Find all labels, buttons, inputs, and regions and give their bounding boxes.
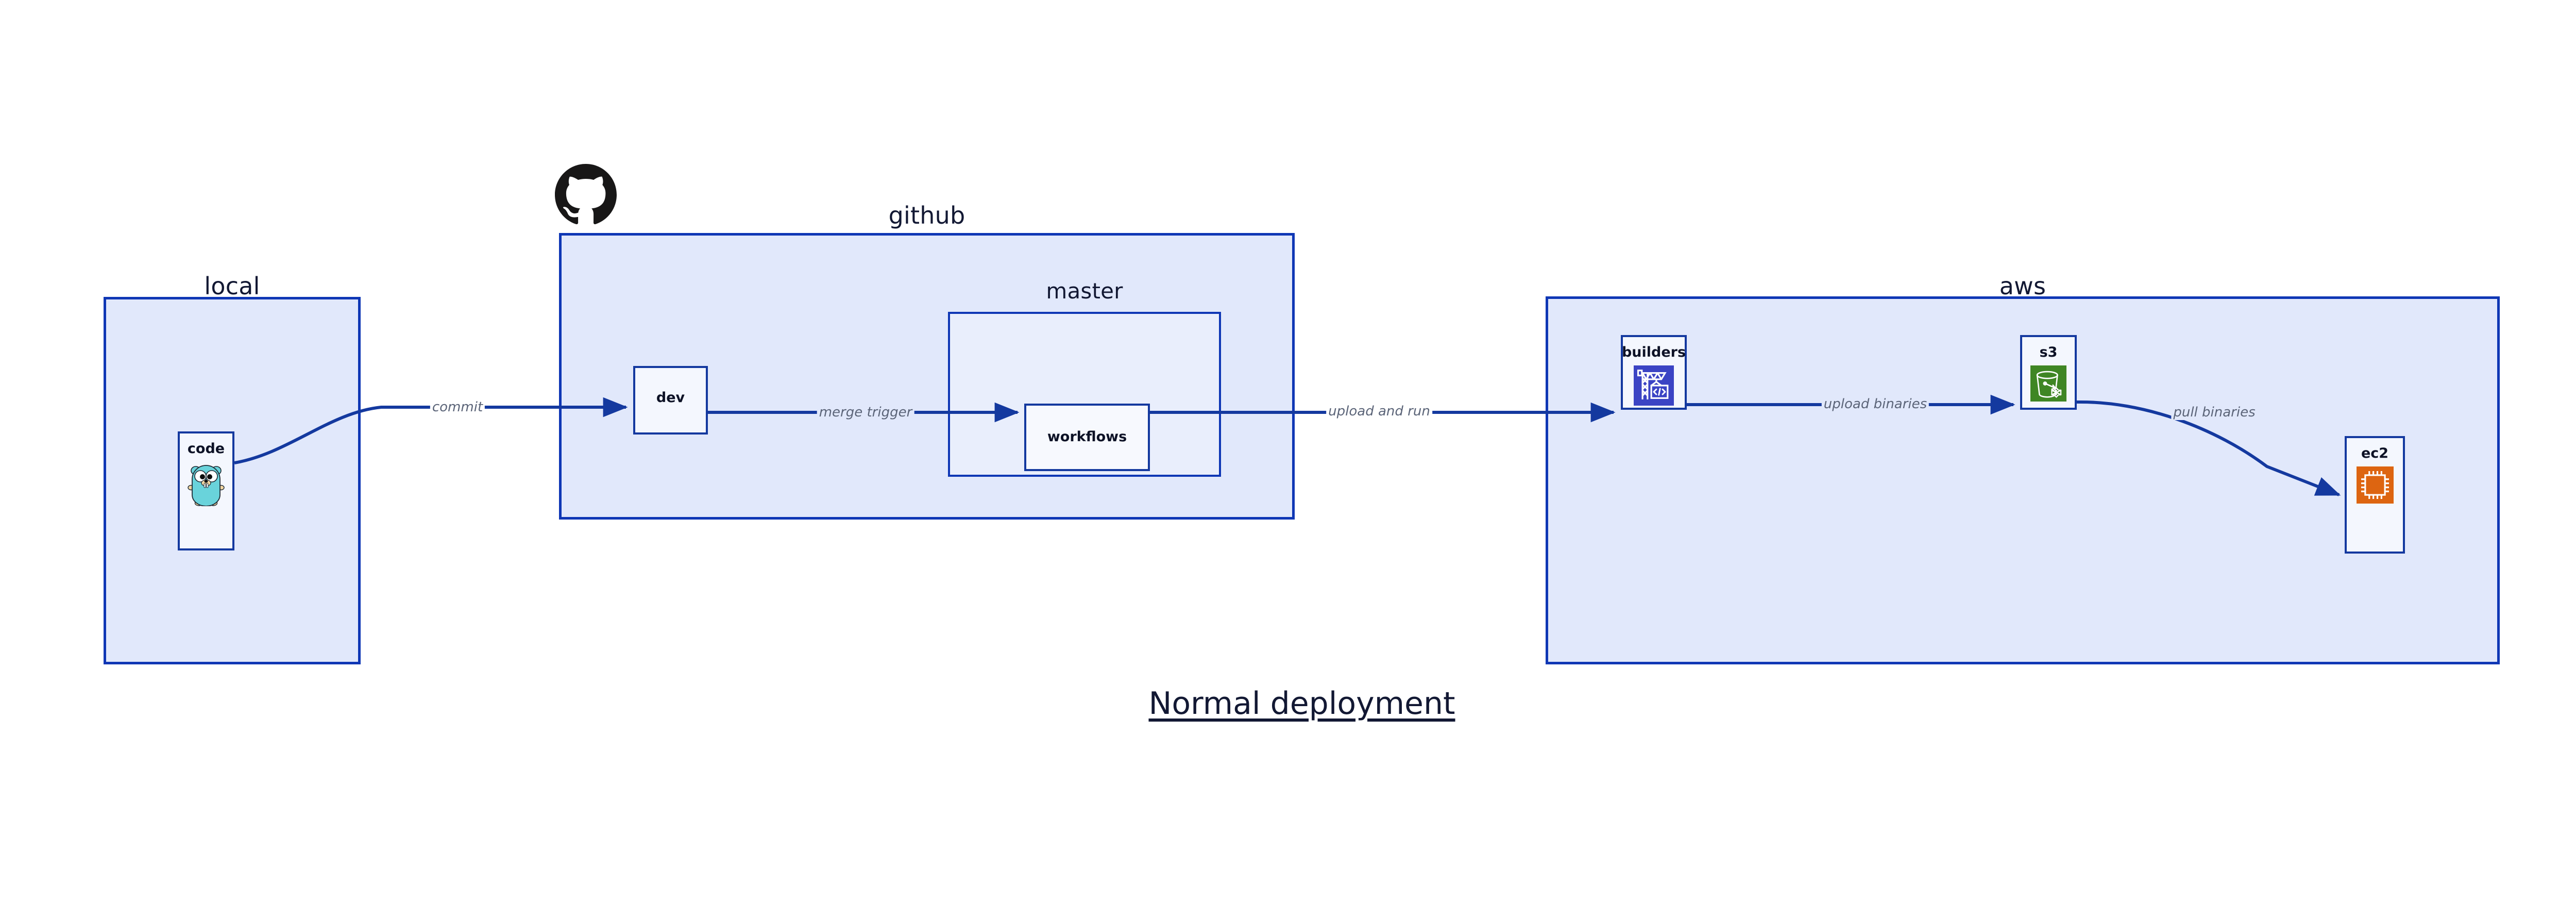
aws-codebuild-crane-icon [1634,365,1674,406]
go-gopher-icon [188,462,225,507]
node-label-s3: s3 [2039,344,2058,360]
node-label-workflows: workflows [1047,429,1127,445]
node-code[interactable]: code [178,431,234,550]
node-builders[interactable]: builders [1621,335,1687,410]
node-s3[interactable]: s3 [2020,335,2077,410]
group-label-github: github [888,202,965,229]
node-label-code: code [187,441,225,457]
group-label-master: master [1046,278,1123,304]
node-workflows[interactable]: workflows [1024,404,1150,471]
edge-label-upload-and-run: upload and run [1326,404,1432,419]
aws-s3-bucket-icon [2030,365,2066,402]
diagram-title: Normal deployment [1148,686,1455,722]
group-label-local: local [204,272,260,300]
node-label-dev: dev [656,390,685,406]
edge-label-merge-trigger: merge trigger [817,405,914,420]
edge-label-commit: commit [430,399,485,415]
aws-ec2-chip-icon [2356,466,2394,504]
node-ec2[interactable]: ec2 [2345,436,2405,554]
edge-label-pull-binaries: pull binaries [2171,405,2258,420]
group-label-aws: aws [1999,272,2046,300]
github-octocat-logo [555,164,617,228]
edge-label-upload-binaries: upload binaries [1821,396,1929,412]
node-label-ec2: ec2 [2361,445,2389,461]
node-dev[interactable]: dev [633,366,708,435]
node-label-builders: builders [1621,344,1686,360]
